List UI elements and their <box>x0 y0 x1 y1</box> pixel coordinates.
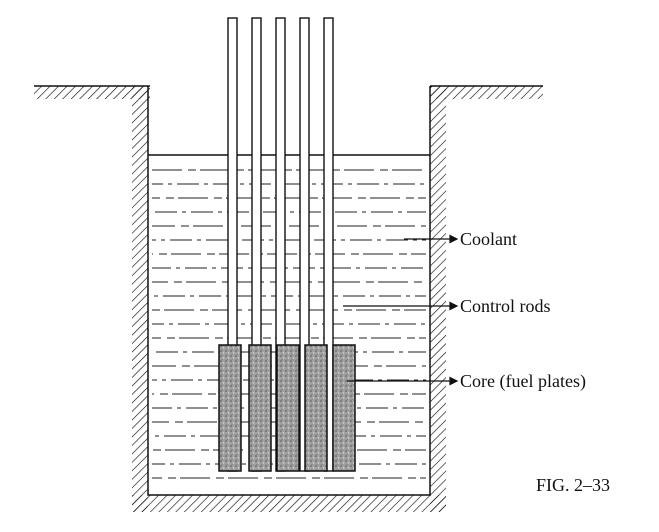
fuel-plate <box>332 344 356 472</box>
control-rods-leader <box>343 301 459 311</box>
fuel-plate <box>304 344 328 472</box>
control-rods <box>227 17 334 472</box>
core-label: Core (fuel plates) <box>460 371 586 392</box>
fuel-plate <box>218 344 242 472</box>
coolant-label: Coolant <box>460 229 517 249</box>
control-rods-label: Control rods <box>460 296 551 316</box>
core-leader <box>347 376 459 386</box>
ground-surface <box>34 85 543 99</box>
leader-lines <box>343 234 459 386</box>
control-rod <box>323 17 334 472</box>
coolant-leader <box>404 234 459 244</box>
fuel-plate <box>248 344 272 472</box>
figure-caption: FIG. 2–33 <box>536 475 610 495</box>
pool-walls <box>132 86 446 512</box>
core-fuel-plates <box>218 344 356 472</box>
fuel-plate <box>276 344 300 472</box>
